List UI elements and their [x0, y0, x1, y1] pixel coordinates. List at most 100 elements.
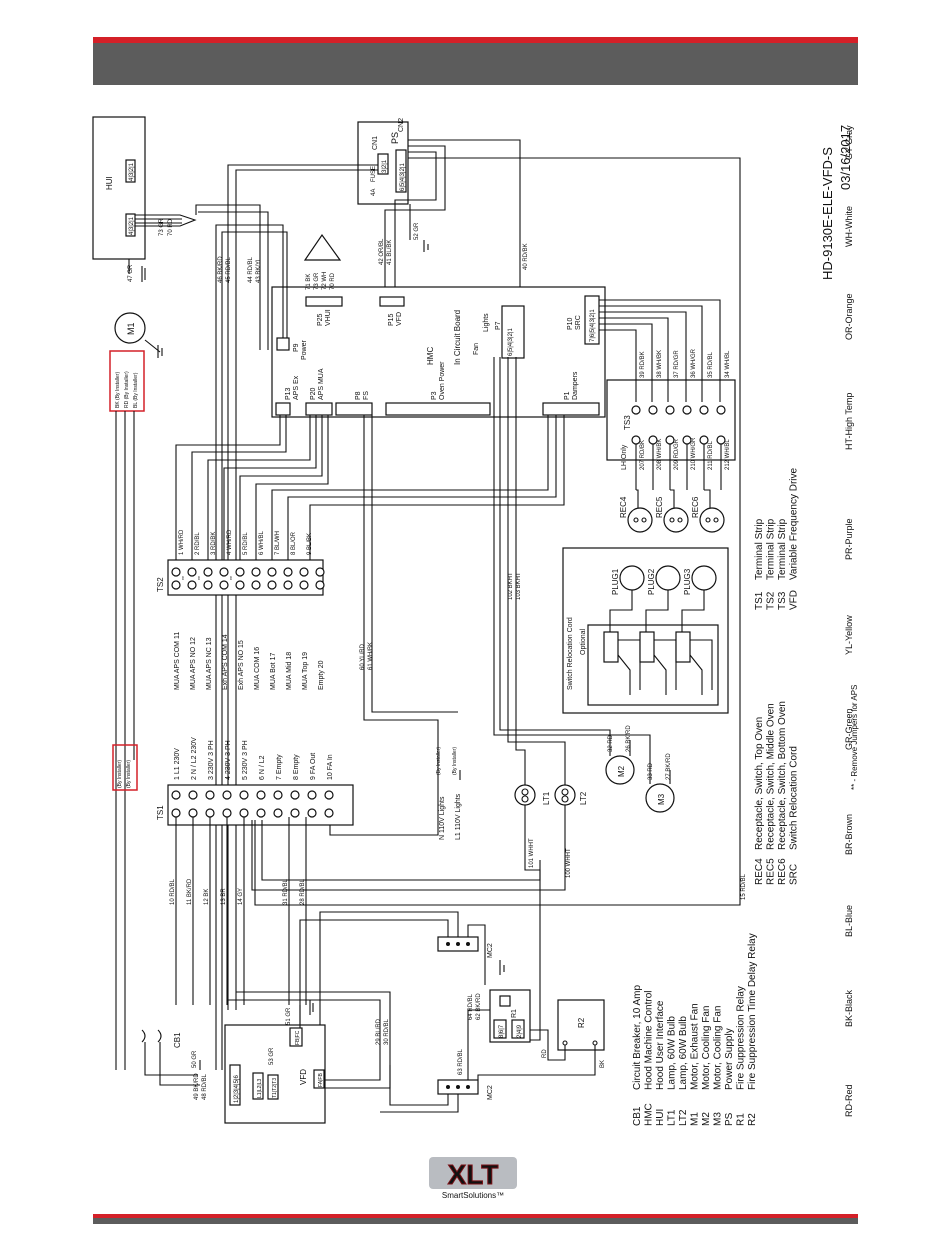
color-code: PR-Purple [844, 518, 854, 560]
legend-code: M1 [690, 1112, 701, 1126]
legend-code: TS1 [754, 591, 765, 610]
svg-text:40 RD/BK: 40 RD/BK [523, 243, 529, 270]
svg-text:4|3|2|1: 4|3|2|1 [129, 216, 135, 235]
svg-text:M3: M3 [657, 793, 666, 805]
svg-text:P9: P9 [293, 343, 300, 352]
legend-code: SRC [789, 864, 800, 885]
svg-text:P7: P7 [495, 321, 502, 330]
svg-text:Fan: Fan [473, 343, 480, 355]
legend-code: TS3 [777, 591, 788, 610]
ts1-terminal [273, 790, 283, 800]
svg-text:53 GR: 53 GR [269, 1047, 275, 1065]
ts2-wire-label: 1 WH/RD [179, 529, 185, 555]
hmc-board: HMC In Circuit Board P9 Power P25 VHUI P… [271, 286, 606, 418]
vfd-drive: VFD 1|2|3|4|5|6 L1|L2|L3 T1|T2|T3 FB|FC … [224, 1007, 390, 1124]
mc2-contactor-top: MC2 [437, 936, 494, 958]
ts2-terminals: ****** [171, 567, 325, 590]
plug-label: PLUG2 [647, 568, 656, 595]
svg-text:60 YL/RD: 60 YL/RD [360, 643, 366, 670]
legend-desc: Hood Machine Control [644, 991, 655, 1091]
svg-text:42 OR/BL: 42 OR/BL [379, 238, 385, 265]
legend-colors: RD-RedBK-BlackBL-BlueBR-BrownGR-GreenYL-… [844, 125, 854, 1117]
svg-text:LT2: LT2 [579, 791, 588, 805]
ts1-wire-label: 12 BK [204, 889, 210, 905]
ts1-terminal [239, 808, 249, 818]
legend-code: REC4 [754, 858, 765, 885]
legend-desc: Lamp, 60W Bulb [678, 1016, 689, 1090]
svg-text:4|3|2|1: 4|3|2|1 [129, 162, 135, 181]
svg-text:M1: M1 [126, 322, 136, 335]
ts1-terminal [171, 808, 181, 818]
svg-text:101 WHHT: 101 WHHT [529, 838, 535, 868]
legend-desc: Motor, Cooling Fan [713, 1006, 724, 1091]
ts1-terminal-label: 8 Empty [293, 754, 300, 780]
ts1-terminal [290, 808, 300, 818]
aps-jumper-mark: ** [182, 576, 188, 580]
color-code: RD-Red [844, 1084, 854, 1117]
svg-text:41 BL/BK: 41 BL/BK [387, 240, 393, 265]
document-number: HD-9130E-ELE-VFD-S [820, 147, 835, 280]
ts1-wire-label: 28 RD/BL [300, 878, 306, 905]
svg-text:7|6|5|4|3|2|1: 7|6|5|4|3|2|1 [590, 309, 596, 342]
ts2-terminal [251, 580, 261, 590]
svg-text:32 RD: 32 RD [608, 734, 614, 752]
ts1-terminal-label: 4 230V 3 PH [225, 740, 232, 780]
svg-text:TS3: TS3 [623, 415, 632, 430]
svg-text:50 GR: 50 GR [192, 1050, 198, 1068]
ts2-terminal-label: MUA COM 16 [254, 647, 261, 690]
legend-desc: Receptacle, Switch, Top Oven [754, 717, 765, 850]
ts2-terminal [315, 580, 325, 590]
svg-text:33 RD: 33 RD [648, 762, 654, 780]
ts3-terminal [682, 435, 692, 445]
svg-text:(By Installer): (By Installer) [117, 760, 123, 788]
ts1-terminal [205, 808, 215, 818]
legend-desc: Terminal Strip [777, 518, 788, 580]
legend-code: VFD [789, 590, 800, 610]
header-bar [93, 37, 858, 85]
plug [691, 565, 717, 591]
svg-text:PS: PS [390, 132, 400, 144]
ts3-wire-label: 210 WH/GR [691, 437, 697, 470]
legend-desc: Receptacle, Switch, Middle Oven [766, 703, 777, 850]
ts3-terminal [699, 405, 709, 415]
ts1-terminal-label: 2 N / L2 230V [191, 737, 198, 780]
color-code: BK-Black [844, 989, 854, 1027]
document-date: 03/16/2017 [838, 125, 853, 190]
ts1-terminal [222, 790, 232, 800]
ts2-terminal [235, 580, 245, 590]
plug-label: PLUG3 [683, 568, 692, 595]
ts2-wire-label: 8 BL/OR [291, 531, 297, 555]
ts1-terminal [307, 808, 317, 818]
legend-desc: Variable Frequency Drive [789, 467, 800, 580]
aps-jumper-mark: ** [230, 576, 236, 580]
svg-text:70 RD: 70 RD [330, 272, 336, 290]
legend-desc: Hood User Interface [655, 1000, 666, 1090]
svg-text:(By Installer): (By Installer) [452, 747, 458, 775]
svg-text:49 BK/RD: 49 BK/RD [194, 1073, 200, 1100]
ts2-terminal-label: MUA APS COM 11 [174, 632, 181, 690]
svg-text:2|4|9: 2|4|9 [517, 1024, 523, 1038]
ts2-terminal [171, 580, 181, 590]
ts3-terminal [716, 435, 726, 445]
ts1-terminal [273, 808, 283, 818]
ts2-wire-label: 4 WH/RD [227, 529, 233, 555]
svg-text:46 BK/RD: 46 BK/RD [218, 256, 224, 283]
legend-desc: Motor, Exhaust Fan [690, 1003, 701, 1090]
svg-text:29 BL/RD: 29 BL/RD [376, 1018, 382, 1045]
ts3-wire-label: 38 WH/BK [657, 350, 663, 378]
ts1-terminal [239, 790, 249, 800]
svg-text:FS: FS [363, 391, 370, 400]
svg-text:45 RD/BL: 45 RD/BL [226, 256, 232, 283]
relay-r2: R2 [557, 999, 605, 1051]
logo-brand: XLT [448, 1159, 499, 1190]
mc2-contactor-bottom: MC2 [437, 1079, 494, 1100]
svg-text:3|2|1: 3|2|1 [382, 159, 388, 173]
ts1-wire-label: 31 RD/BL [283, 878, 289, 905]
